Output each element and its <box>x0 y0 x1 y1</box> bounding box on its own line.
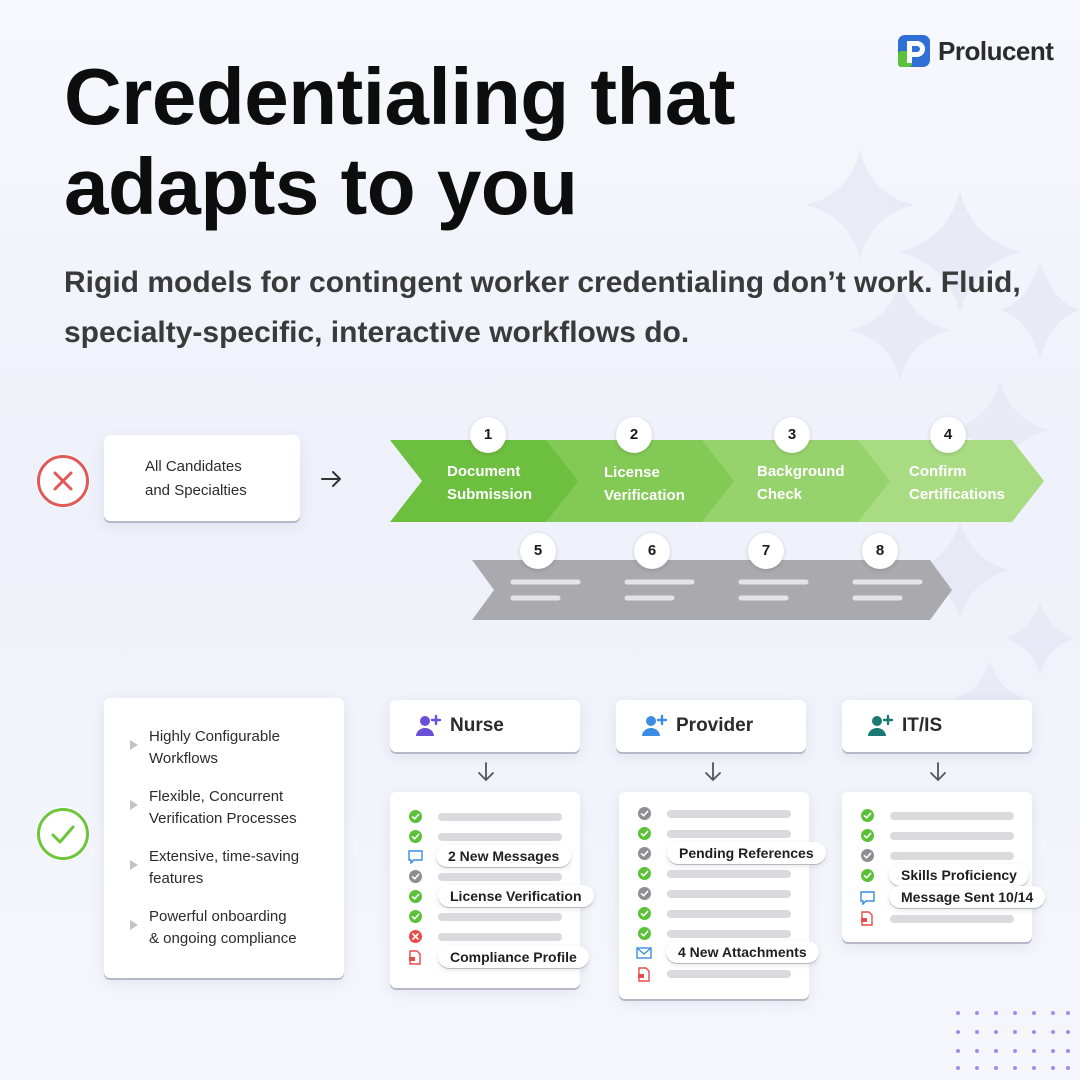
nurse-checklist-card: 2 New Messages License Verification Comp… <box>390 792 594 988</box>
step-number-2: 2 <box>616 417 652 453</box>
gray-chevron-5 <box>472 560 610 620</box>
pending-status-icon <box>638 807 651 820</box>
check-status-icon <box>409 830 422 843</box>
add-user-icon <box>416 714 442 736</box>
role-name-provider: Provider <box>676 715 754 736</box>
feature-item: Powerful onboarding& ongoing compliance <box>130 906 344 950</box>
role-name-nurse: Nurse <box>450 715 504 736</box>
page-subtitle: Rigid models for contingent worker crede… <box>64 266 1021 349</box>
pending-status-icon <box>861 849 874 862</box>
skills-proficiency-pill[interactable]: Skills Proficiency <box>889 864 1029 886</box>
page-title: Credentialing that adapts to you <box>64 52 736 231</box>
check-status-icon <box>638 907 651 920</box>
add-user-icon <box>642 714 668 736</box>
bullet-triangle-icon <box>130 920 138 930</box>
pending-status-icon <box>638 847 651 860</box>
check-status-icon <box>638 867 651 880</box>
document-icon <box>409 950 421 965</box>
new-attachments-pill[interactable]: 4 New Attachments <box>666 941 819 963</box>
check-status-icon <box>638 927 651 940</box>
arrow-down-icon <box>478 762 494 781</box>
bullet-triangle-icon <box>130 800 138 810</box>
step-number-8: 8 <box>862 533 898 569</box>
pending-references-pill[interactable]: Pending References <box>667 842 826 864</box>
prolucent-logo-icon <box>898 35 930 67</box>
mail-icon <box>636 947 652 959</box>
step-chevron-4 <box>858 440 1044 522</box>
pending-status-icon <box>638 887 651 900</box>
error-status-icon <box>409 930 422 943</box>
step-chevron-1 <box>390 440 580 522</box>
step-number-5: 5 <box>520 533 556 569</box>
check-status-icon <box>861 829 874 842</box>
gray-chevron-8 <box>814 560 952 620</box>
brand-logo: Prolucent <box>896 32 1054 70</box>
message-icon <box>408 850 423 864</box>
gray-chevron-7 <box>700 560 838 620</box>
step-number-4: 4 <box>930 417 966 453</box>
check-status-icon <box>409 890 422 903</box>
all-candidates-line2: and Specialties <box>145 482 247 499</box>
arrow-down-icon <box>705 762 721 781</box>
step-number-1: 1 <box>470 417 506 453</box>
step-number-7: 7 <box>748 533 784 569</box>
license-verification-pill[interactable]: License Verification <box>438 885 594 907</box>
arrow-down-icon <box>930 762 946 781</box>
message-sent-pill[interactable]: Message Sent 10/14 <box>889 886 1046 908</box>
document-icon <box>861 911 873 926</box>
new-messages-pill[interactable]: 2 New Messages <box>436 845 572 867</box>
check-status-icon <box>861 809 874 822</box>
arrow-right-icon <box>321 471 341 487</box>
document-icon <box>638 967 650 982</box>
bullet-triangle-icon <box>130 860 138 870</box>
rigid-workflow-chevrons <box>390 440 1044 620</box>
check-circle-icon <box>36 807 90 861</box>
step-chevron-2 <box>546 440 736 522</box>
brand-name: Prolucent <box>938 35 1054 66</box>
role-card-provider[interactable]: Provider <box>616 700 806 752</box>
check-status-icon <box>409 810 422 823</box>
provider-checklist-card: Pending References 4 New Attachments <box>619 792 826 999</box>
pending-status-icon <box>409 870 422 883</box>
bullet-triangle-icon <box>130 740 138 750</box>
check-status-icon <box>638 827 651 840</box>
role-name-itis: IT/IS <box>902 715 943 736</box>
message-icon <box>860 891 875 905</box>
role-card-itis[interactable]: IT/IS <box>842 700 1032 752</box>
step-chevron-3 <box>702 440 892 522</box>
check-status-icon <box>409 910 422 923</box>
check-status-icon <box>861 869 874 882</box>
all-candidates-line1: All Candidates <box>145 458 242 475</box>
compliance-profile-pill[interactable]: Compliance Profile <box>438 946 589 968</box>
add-user-icon <box>868 714 894 736</box>
step-number-3: 3 <box>774 417 810 453</box>
step-number-6: 6 <box>634 533 670 569</box>
all-candidates-card: All Candidates and Specialties <box>104 435 300 521</box>
itis-checklist-card: Skills Proficiency Message Sent 10/14 <box>842 792 1046 942</box>
role-card-nurse[interactable]: Nurse <box>390 700 580 752</box>
gray-chevron-6 <box>586 560 724 620</box>
x-circle-icon <box>36 454 90 508</box>
